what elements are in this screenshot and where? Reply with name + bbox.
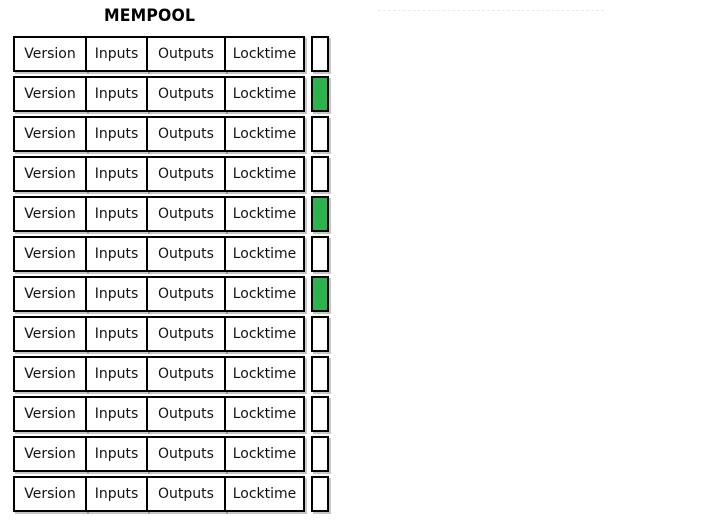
transaction-field-inputs[interactable]: Inputs (85, 436, 148, 472)
transaction-field-outputs[interactable]: Outputs (146, 356, 226, 392)
transaction-field-version[interactable]: Version (13, 396, 87, 432)
transaction-field-outputs[interactable]: Outputs (146, 436, 226, 472)
transaction-field-outputs[interactable]: Outputs (146, 196, 226, 232)
transaction-field-version[interactable]: Version (13, 116, 87, 152)
transaction-field-outputs[interactable]: Outputs (146, 116, 226, 152)
transaction-status-indicator-confirmed[interactable] (311, 276, 329, 312)
transaction-field-outputs[interactable]: Outputs (146, 236, 226, 272)
transaction-field-locktime[interactable]: Locktime (224, 196, 305, 232)
transaction-field-version[interactable]: Version (13, 316, 87, 352)
transaction-field-outputs[interactable]: Outputs (146, 396, 226, 432)
transaction-field-inputs[interactable]: Inputs (85, 36, 148, 72)
transaction-field-locktime[interactable]: Locktime (224, 156, 305, 192)
transaction-field-locktime[interactable]: Locktime (224, 316, 305, 352)
transaction-field-outputs[interactable]: Outputs (146, 156, 226, 192)
transaction-field-locktime[interactable]: Locktime (224, 276, 305, 312)
transaction-status-indicator-pending[interactable] (311, 36, 329, 72)
transaction-status-indicator-pending[interactable] (311, 476, 329, 512)
transaction-field-inputs[interactable]: Inputs (85, 356, 148, 392)
transaction-field-inputs[interactable]: Inputs (85, 236, 148, 272)
transaction-field-version[interactable]: Version (13, 356, 87, 392)
transaction-field-version[interactable]: Version (13, 156, 87, 192)
transaction-field-version[interactable]: Version (13, 236, 87, 272)
transaction-field-inputs[interactable]: Inputs (85, 276, 148, 312)
transaction-field-locktime[interactable]: Locktime (224, 36, 305, 72)
transaction-field-locktime[interactable]: Locktime (224, 116, 305, 152)
transaction-field-inputs[interactable]: Inputs (85, 316, 148, 352)
transaction-field-locktime[interactable]: Locktime (224, 236, 305, 272)
transaction-field-outputs[interactable]: Outputs (146, 316, 226, 352)
transaction-field-outputs[interactable]: Outputs (146, 476, 226, 512)
transaction-status-indicator-pending[interactable] (311, 156, 329, 192)
transaction-field-locktime[interactable]: Locktime (224, 436, 305, 472)
transaction-field-version[interactable]: Version (13, 436, 87, 472)
transaction-field-inputs[interactable]: Inputs (85, 196, 148, 232)
transaction-status-indicator-pending[interactable] (311, 356, 329, 392)
transaction-field-outputs[interactable]: Outputs (146, 76, 226, 112)
transaction-field-version[interactable]: Version (13, 36, 87, 72)
transaction-status-indicator-pending[interactable] (311, 116, 329, 152)
page-title: MEMPOOL (104, 6, 196, 26)
transaction-field-version[interactable]: Version (13, 476, 87, 512)
transaction-status-indicator-pending[interactable] (311, 316, 329, 352)
transaction-field-version[interactable]: Version (13, 276, 87, 312)
transaction-field-outputs[interactable]: Outputs (146, 36, 226, 72)
transaction-status-indicator-confirmed[interactable] (311, 76, 329, 112)
transaction-field-locktime[interactable]: Locktime (224, 76, 305, 112)
transaction-field-version[interactable]: Version (13, 196, 87, 232)
transaction-status-indicator-confirmed[interactable] (311, 196, 329, 232)
transaction-field-inputs[interactable]: Inputs (85, 116, 148, 152)
transaction-field-inputs[interactable]: Inputs (85, 76, 148, 112)
transaction-field-locktime[interactable]: Locktime (224, 476, 305, 512)
transaction-field-inputs[interactable]: Inputs (85, 396, 148, 432)
transaction-status-indicator-pending[interactable] (311, 396, 329, 432)
transaction-field-version[interactable]: Version (13, 76, 87, 112)
decorative-dashed-rule (378, 10, 604, 11)
transaction-status-indicator-pending[interactable] (311, 436, 329, 472)
transaction-field-locktime[interactable]: Locktime (224, 396, 305, 432)
transaction-field-inputs[interactable]: Inputs (85, 476, 148, 512)
transaction-status-indicator-pending[interactable] (311, 236, 329, 272)
transaction-field-outputs[interactable]: Outputs (146, 276, 226, 312)
transaction-field-locktime[interactable]: Locktime (224, 356, 305, 392)
transaction-field-inputs[interactable]: Inputs (85, 156, 148, 192)
